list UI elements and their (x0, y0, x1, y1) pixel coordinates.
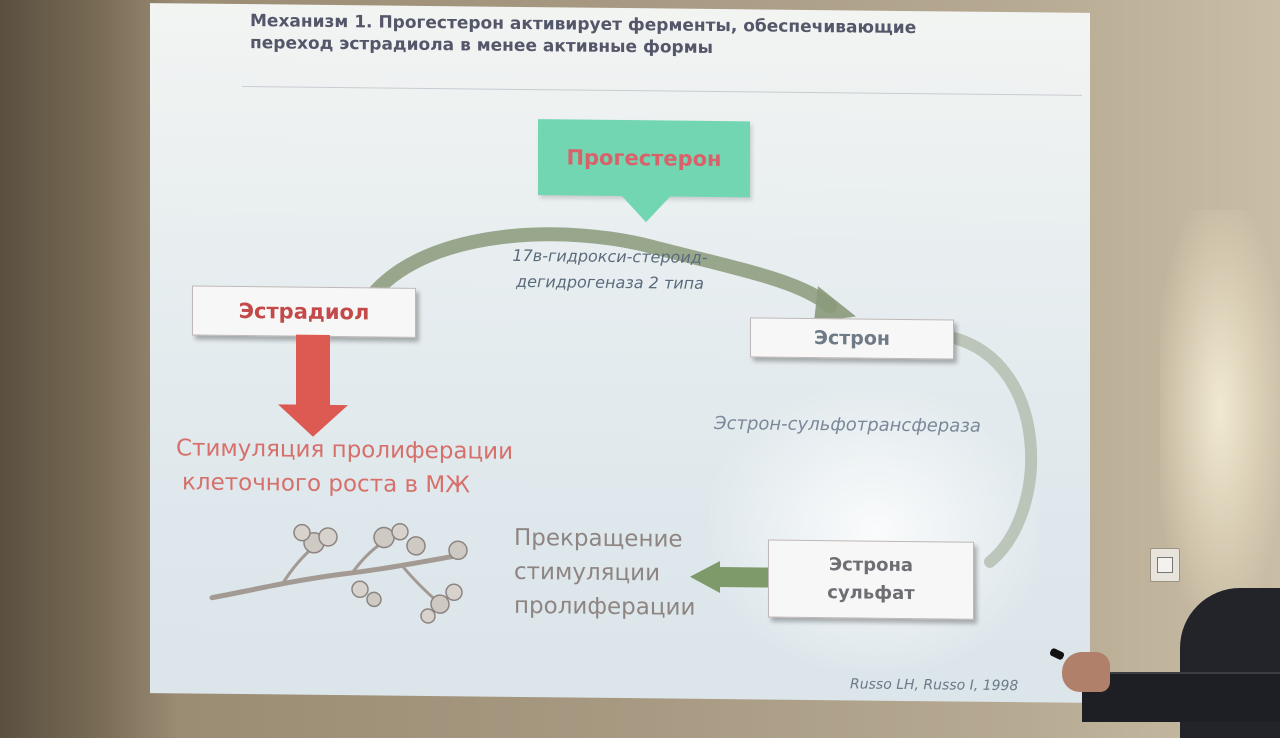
lobule (430, 594, 450, 614)
lobule (391, 522, 409, 541)
estrone-sulfate-line1: Эстрона (828, 554, 914, 577)
estrone-sulfate-box: Эстрона сульфат (768, 539, 974, 620)
enzyme-label: 17в-гидрокси-стероид- дегидрогеназа 2 ти… (480, 243, 740, 298)
enzyme-label-line1: 17в-гидрокси-стероид- (512, 245, 708, 267)
lobule (318, 527, 338, 547)
termination-text: Прекращение стимуляции пролиферации (514, 521, 714, 625)
progesterone-pointer (620, 194, 672, 223)
mammary-ducts-illustration (209, 522, 468, 624)
enzyme-label-line2: дегидрогеназа 2 типа (516, 271, 704, 293)
lobule (406, 536, 426, 556)
lobule (420, 608, 436, 624)
sulfotransferase-label: Эстрон-сульфотрансфераза (714, 412, 981, 437)
termination-text-line3: пролиферации (514, 592, 696, 621)
termination-arrow-shaft (718, 567, 768, 588)
stimulation-text: Стимуляция пролиферации клеточного роста… (176, 431, 556, 503)
cycle-arrows (365, 227, 1038, 568)
lobule (373, 526, 395, 549)
estradiol-box: Эстрадиол (192, 285, 416, 338)
duct-stem (209, 551, 467, 601)
projection-screen: Механизм 1. Прогестерон активирует ферме… (150, 3, 1090, 703)
estrone-sulfate-line2: сульфат (827, 582, 915, 605)
termination-text-line2: стимуляции (514, 558, 661, 587)
top-arc-arrow (365, 227, 837, 314)
right-arc-arrow (946, 331, 1038, 568)
lobule (448, 540, 468, 561)
lobule (293, 523, 311, 542)
stimulation-text-line2: клеточного роста в МЖ (182, 469, 470, 499)
wall-light-switch (1150, 548, 1180, 582)
estrone-box: Эстрон (750, 317, 954, 360)
lobule (445, 583, 463, 602)
lobule (366, 591, 382, 608)
presenter-hand (1062, 652, 1110, 692)
top-arc-arrowhead (814, 286, 856, 323)
wall-light (1160, 210, 1280, 610)
citation: Russo LH, Russo I, 1998 (850, 676, 1019, 695)
presenter-laptop (1082, 672, 1280, 722)
stimulation-text-line1: Стимуляция пролиферации (176, 435, 514, 465)
termination-text-line1: Прекращение (514, 524, 683, 553)
stimulation-arrow-shaft (296, 334, 330, 407)
progesterone-box: Прогестерон (538, 119, 750, 198)
lobule (351, 580, 369, 599)
duct-branch (400, 564, 439, 604)
